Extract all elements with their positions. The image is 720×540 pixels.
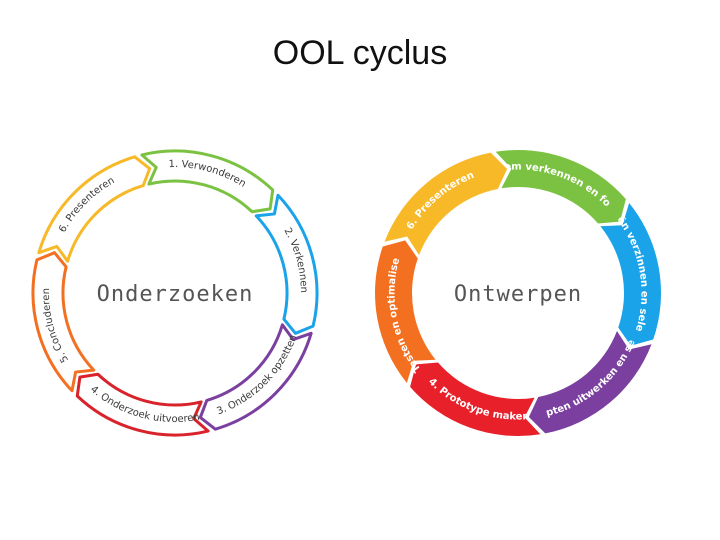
ontwerpen-step-3-segment [528,330,652,434]
onderzoeken-center-label: Onderzoeken [97,282,254,307]
ontwerpen-step-6-segment [384,152,508,256]
onderzoeken-step-4-segment [75,372,210,437]
ontwerpen-step-2-segment [600,203,661,346]
ontwerpen-step-5-segment [375,240,436,383]
onderzoeken-step-2-segment [254,193,319,335]
ontwerpen-step-4-segment [410,362,541,436]
ontwerpen-cycle: 1. Probleem verkennen en formuleren2. Id… [375,150,661,436]
ontwerpen-step-1-segment [495,150,626,224]
ontwerpen-center-label: Ontwerpen [454,282,582,307]
onderzoeken-step-1-segment [140,149,275,214]
slide-title: OOL cyclus [272,34,448,72]
onderzoeken-step-5-segment [31,251,96,393]
onderzoeken-step-3-segment [198,323,313,431]
onderzoeken-step-6-segment [37,155,152,263]
